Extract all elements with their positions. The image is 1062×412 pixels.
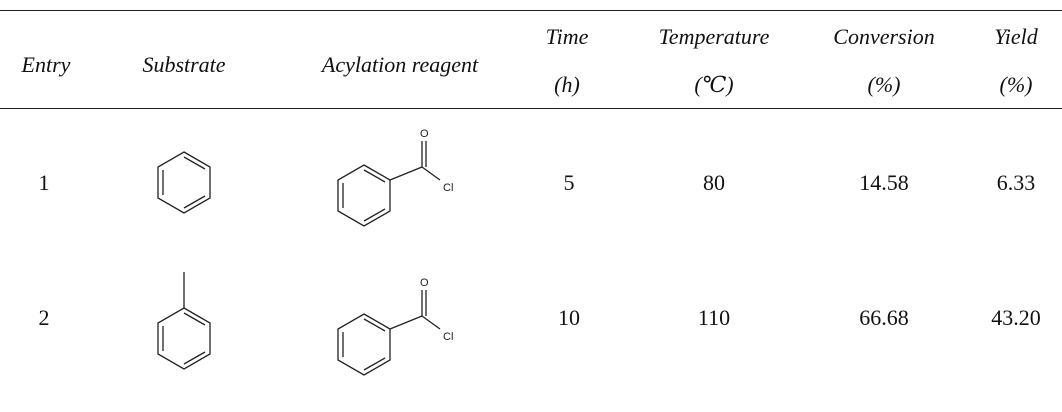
row1-entry: 1 bbox=[38, 170, 50, 195]
row1-yield: 6.33 bbox=[996, 170, 1036, 195]
row1-time: 5 bbox=[563, 170, 575, 195]
header-conversion-unit: (%) bbox=[867, 72, 901, 97]
header-temperature: Temperature bbox=[658, 24, 770, 49]
header-conversion: Conversion bbox=[833, 24, 935, 49]
header-entry: Entry bbox=[21, 52, 71, 77]
row1-temperature: 80 bbox=[703, 170, 725, 195]
header-time: Time bbox=[545, 24, 589, 49]
table-top-rule bbox=[0, 10, 1062, 11]
header-substrate: Substrate bbox=[142, 52, 226, 77]
toluene-structure bbox=[157, 272, 211, 370]
chlorine-label: Cl bbox=[443, 331, 453, 343]
chlorine-label: Cl bbox=[443, 182, 453, 194]
header-yield-unit: (%) bbox=[999, 72, 1033, 97]
table-header-rule bbox=[0, 108, 1062, 109]
header-time-unit: (h) bbox=[554, 72, 580, 97]
header-temperature-unit: (℃) bbox=[694, 72, 734, 97]
header-acylation-reagent: Acylation reagent bbox=[321, 52, 479, 77]
benzoyl-chloride-structure: O Cl bbox=[337, 128, 453, 227]
oxygen-label: O bbox=[420, 277, 429, 289]
row2-entry: 2 bbox=[38, 305, 50, 330]
benzene-structure bbox=[157, 151, 211, 214]
row2-yield: 43.20 bbox=[991, 305, 1041, 330]
row1-conversion: 14.58 bbox=[859, 170, 909, 195]
oxygen-label: O bbox=[420, 128, 429, 140]
row2-time: 10 bbox=[558, 305, 580, 330]
row2-conversion: 66.68 bbox=[859, 305, 909, 330]
benzoyl-chloride-structure: O Cl bbox=[337, 277, 453, 376]
header-yield: Yield bbox=[994, 24, 1038, 49]
row2-temperature: 110 bbox=[697, 305, 731, 330]
